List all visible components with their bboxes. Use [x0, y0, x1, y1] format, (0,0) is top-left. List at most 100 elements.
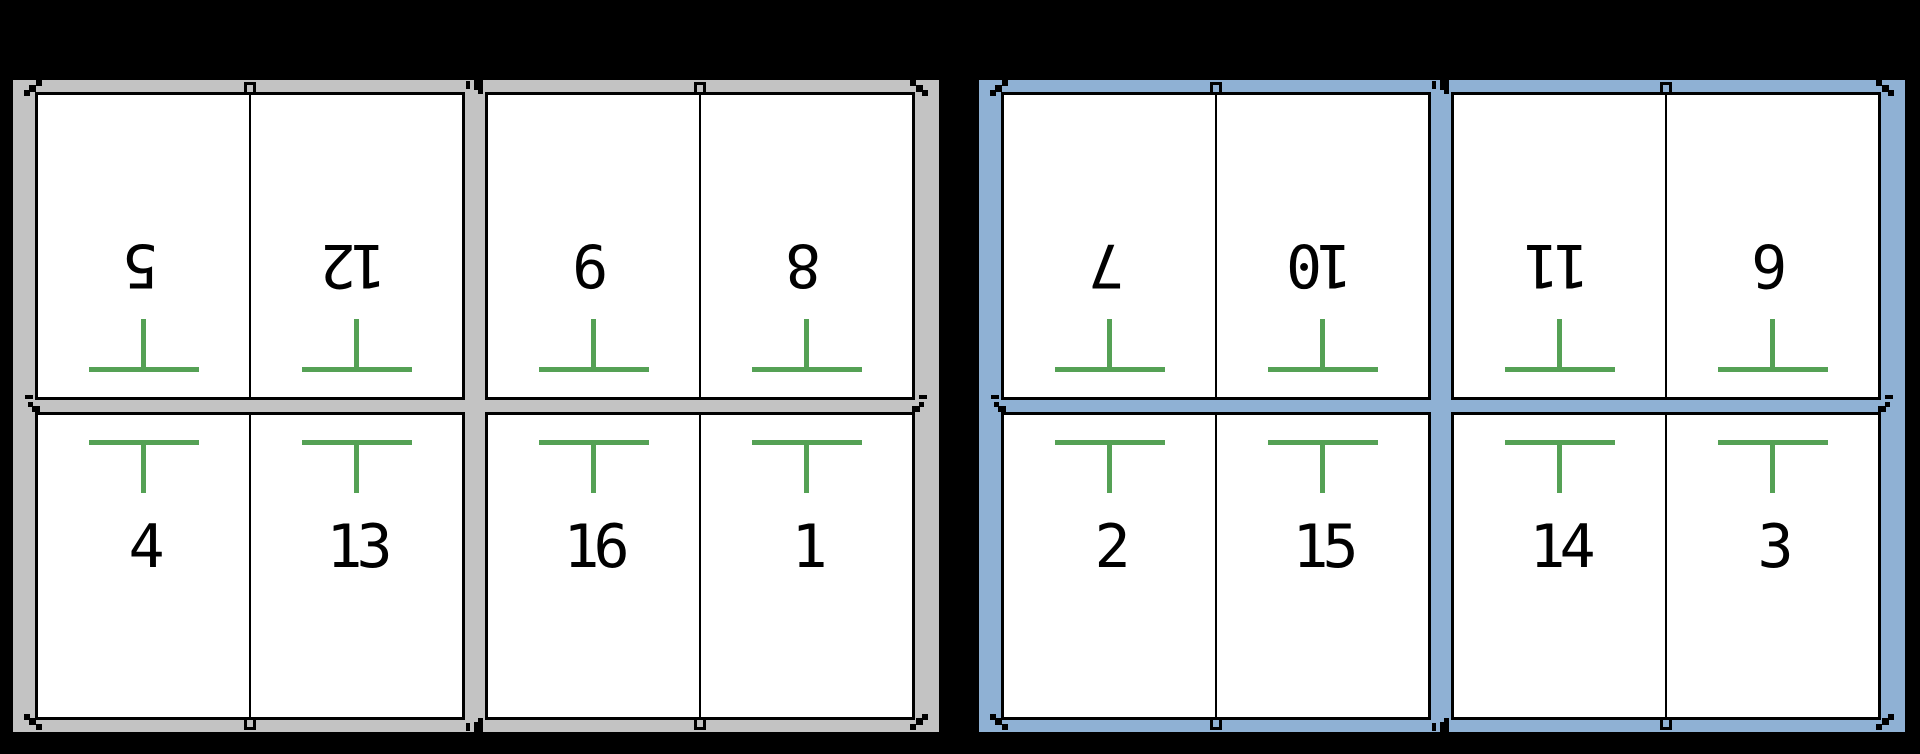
gutter-tick-icon [1432, 81, 1436, 89]
gutter-step-mark-icon [474, 80, 483, 94]
fold-mark-icon [751, 319, 862, 372]
page-cell: 5 [38, 95, 251, 397]
page-cell: 14 [1454, 415, 1667, 717]
page-number: 11 [1529, 230, 1590, 300]
page-panel: 5 12 [35, 92, 465, 400]
fold-mark-icon [751, 440, 862, 493]
page-cell: 2 [1004, 415, 1217, 717]
gutter-step-mark-icon [1440, 80, 1449, 94]
fold-mark-stem [804, 319, 809, 367]
corner-registration-mark-icon [1876, 80, 1894, 96]
page-number: 2 [1094, 512, 1130, 582]
page-number: 7 [1094, 230, 1125, 300]
fold-mark-bar [751, 367, 862, 372]
fold-edge-tick-icon [991, 395, 999, 399]
fold-mark-bar [1717, 440, 1828, 445]
press-sheet-right[interactable]: 7 10 11 6 2 15 [979, 80, 1905, 732]
fold-edge-step-icon [1878, 402, 1890, 412]
fold-mark-icon [1504, 319, 1615, 372]
fold-mark-icon [538, 440, 649, 493]
gutter-tick-icon [1432, 723, 1436, 731]
page-number: 10 [1292, 230, 1353, 300]
page-panel: 11 6 [1451, 92, 1881, 400]
fold-mark-bar [1504, 440, 1615, 445]
fold-edge-tick-icon [25, 395, 33, 399]
fold-mark-icon [538, 319, 649, 372]
page-cell: 11 [1454, 95, 1667, 397]
fold-mark-bar [1267, 440, 1378, 445]
page-number: 14 [1529, 512, 1595, 582]
fold-mark-stem [1557, 319, 1562, 367]
page-cell: 8 [701, 95, 912, 397]
fold-mark-stem [1320, 319, 1325, 367]
fold-mark-bar [1267, 367, 1378, 372]
fold-mark-bar [538, 440, 649, 445]
fold-mark-stem [1770, 445, 1775, 493]
page-panel: 4 13 [35, 412, 465, 720]
page-cell: 12 [251, 95, 462, 397]
fold-mark-icon [1267, 319, 1378, 372]
page-cell: 3 [1667, 415, 1878, 717]
fold-edge-tick-icon [919, 395, 927, 399]
page-cell: 9 [488, 95, 701, 397]
page-number: 4 [128, 512, 164, 582]
collation-mark-icon [694, 82, 706, 93]
page-cell: 16 [488, 415, 701, 717]
corner-registration-mark-icon [24, 714, 42, 730]
fold-mark-icon [1717, 440, 1828, 493]
page-panel: 16 1 [485, 412, 915, 720]
page-number: 12 [326, 230, 387, 300]
fold-mark-stem [354, 319, 359, 367]
page-number: 13 [326, 512, 392, 582]
corner-registration-mark-icon [910, 714, 928, 730]
collation-mark-icon [1210, 82, 1222, 93]
collation-mark-icon [244, 82, 256, 93]
fold-mark-stem [1557, 445, 1562, 493]
fold-mark-icon [301, 440, 412, 493]
page-cell: 13 [251, 415, 462, 717]
gutter-tick-icon [466, 723, 470, 731]
fold-mark-icon [1717, 319, 1828, 372]
fold-mark-stem [354, 445, 359, 493]
fold-mark-icon [1054, 440, 1165, 493]
page-number: 5 [128, 230, 159, 300]
page-cell: 1 [701, 415, 912, 717]
gutter-step-mark-icon [1440, 718, 1449, 732]
fold-mark-stem [1107, 319, 1112, 367]
fold-mark-icon [1504, 440, 1615, 493]
page-panel: 14 3 [1451, 412, 1881, 720]
fold-mark-icon [88, 440, 199, 493]
page-panel: 7 10 [1001, 92, 1431, 400]
fold-mark-icon [1054, 319, 1165, 372]
page-number: 1 [791, 512, 827, 582]
page-number: 3 [1757, 512, 1793, 582]
fold-mark-icon [301, 319, 412, 372]
fold-mark-bar [301, 440, 412, 445]
fold-mark-stem [141, 445, 146, 493]
fold-mark-bar [1054, 367, 1165, 372]
fold-mark-bar [1717, 367, 1828, 372]
page-cell: 15 [1217, 415, 1428, 717]
collation-mark-icon [1210, 719, 1222, 730]
corner-registration-mark-icon [990, 80, 1008, 96]
fold-mark-stem [1320, 445, 1325, 493]
page-cell: 10 [1217, 95, 1428, 397]
fold-mark-bar [538, 367, 649, 372]
collation-mark-icon [1660, 719, 1672, 730]
fold-mark-stem [141, 319, 146, 367]
gutter-step-mark-icon [474, 718, 483, 732]
corner-registration-mark-icon [1876, 714, 1894, 730]
press-sheet-left[interactable]: 5 12 9 8 4 13 [13, 80, 939, 732]
fold-mark-bar [1504, 367, 1615, 372]
collation-mark-icon [244, 719, 256, 730]
page-number: 15 [1292, 512, 1358, 582]
fold-mark-icon [88, 319, 199, 372]
fold-mark-stem [804, 445, 809, 493]
fold-edge-step-icon [994, 402, 1006, 412]
fold-mark-stem [591, 445, 596, 493]
fold-mark-bar [88, 440, 199, 445]
page-cell: 7 [1004, 95, 1217, 397]
fold-mark-bar [88, 367, 199, 372]
fold-mark-bar [751, 440, 862, 445]
